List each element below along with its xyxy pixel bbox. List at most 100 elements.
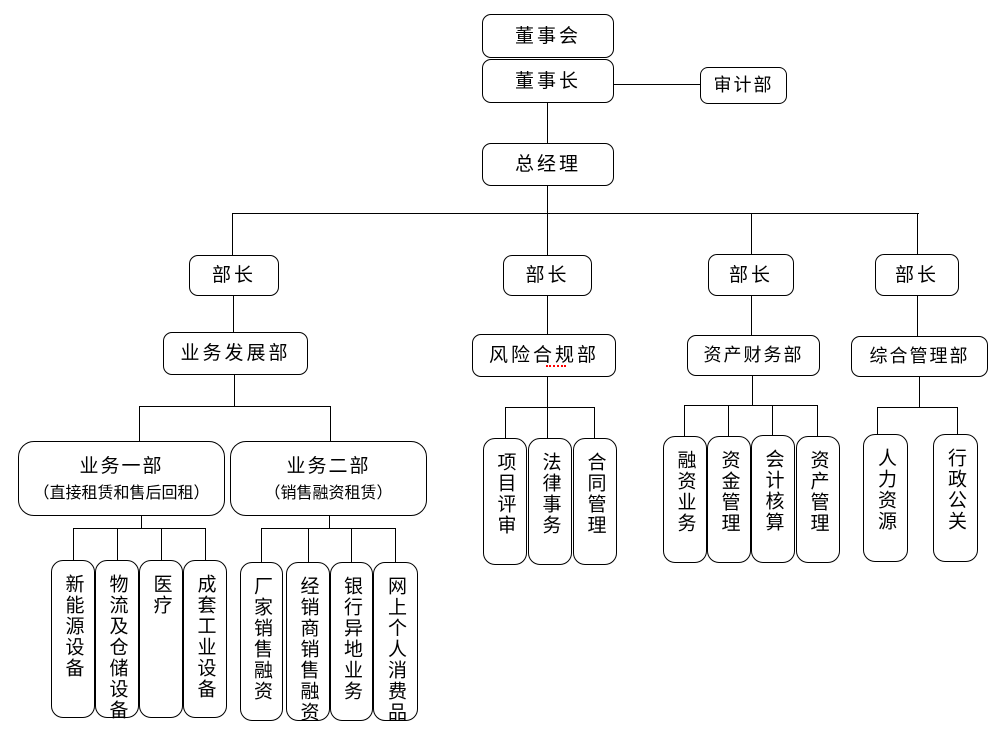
connector-drop-biz1-leaf3 — [161, 528, 163, 561]
connector-drop-risk-leaf3 — [594, 407, 596, 439]
connector-asset-stem — [752, 376, 754, 406]
leaf-label: 合同管理 — [584, 452, 607, 536]
leaf-label: 行政公关 — [945, 448, 967, 532]
leaf-label: 网上个人消费品 — [385, 576, 407, 723]
connector-drop-admin-leaf2 — [957, 407, 959, 435]
node-business-div-2-subtitle: （销售融资租赁） — [264, 483, 393, 503]
node-audit-label: 审计部 — [713, 74, 774, 96]
connector-admin-stem — [919, 377, 921, 408]
leaf-legal-affairs: 法律事务 — [528, 438, 572, 565]
node-minister-1-label: 部长 — [211, 264, 256, 287]
leaf-industrial-equipment-sets: 成套工业设备 — [183, 560, 227, 718]
node-risk-compliance-label: 风险合规部 — [488, 344, 599, 367]
leaf-logistics-warehouse-equipment: 物流及仓储设备 — [95, 560, 139, 721]
connector-drop-admin-leaf1 — [877, 407, 879, 435]
connector-minister1-dept — [233, 296, 235, 333]
connector-drop-asset-leaf1 — [684, 405, 686, 437]
connector-minister3-dept — [751, 296, 753, 336]
node-minister-3-label: 部长 — [728, 263, 773, 286]
leaf-project-review: 项目评审 — [483, 438, 527, 565]
node-minister-2-label: 部长 — [525, 264, 570, 287]
leaf-label: 法律事务 — [539, 452, 562, 536]
leaf-label: 银行异地业务 — [341, 576, 363, 702]
node-board-label: 董事会 — [514, 24, 581, 47]
connector-asset-horizontal — [684, 405, 818, 407]
connector-drop-biz1-leaf4 — [205, 528, 207, 561]
connector-chairman-audit — [614, 84, 700, 86]
leaf-label: 新能源设备 — [62, 574, 85, 679]
leaf-label: 资产管理 — [807, 450, 830, 534]
connector-drop-biz1 — [139, 406, 141, 442]
leaf-label: 资金管理 — [718, 450, 741, 534]
connector-drop-biz2 — [330, 406, 332, 442]
leaf-contract-management: 合同管理 — [573, 438, 617, 565]
node-risk-compliance: 风险合规部 — [472, 334, 616, 377]
leaf-label: 人力资源 — [875, 448, 897, 532]
leaf-label: 融资业务 — [674, 450, 697, 534]
connector-drop-asset-leaf3 — [772, 405, 774, 436]
node-general-manager: 总经理 — [482, 143, 614, 186]
node-minister-4-label: 部长 — [894, 263, 939, 286]
node-general-admin: 综合管理部 — [851, 336, 988, 377]
connector-drop-minister3 — [751, 213, 753, 255]
leaf-admin-public-relations: 行政公关 — [933, 434, 978, 562]
connector-minister4-dept — [917, 296, 919, 337]
connector-admin-horizontal — [877, 407, 958, 409]
node-general-admin-label: 综合管理部 — [869, 345, 970, 367]
connector-drop-biz2-leaf1 — [261, 528, 263, 563]
leaf-medical: 医疗 — [139, 560, 183, 718]
leaf-dealer-sales-financing: 经销商销售融资 — [286, 562, 330, 723]
node-minister-3: 部长 — [708, 254, 794, 296]
leaf-label: 医疗 — [150, 574, 173, 616]
node-minister-1: 部长 — [189, 255, 279, 296]
node-business-dev: 业务发展部 — [163, 332, 308, 375]
spellcheck-underline — [546, 365, 566, 367]
connector-minister2-dept — [547, 296, 549, 335]
connector-biz2-stem — [329, 515, 331, 529]
leaf-label: 厂家销售融资 — [251, 576, 273, 702]
connector-drop-biz1-leaf2 — [117, 528, 119, 561]
node-business-div-2: 业务二部 （销售融资租赁） — [230, 441, 427, 516]
leaf-label: 成套工业设备 — [194, 574, 217, 700]
leaf-accounting: 会计核算 — [751, 435, 795, 563]
leaf-funds-management: 资金管理 — [707, 436, 751, 563]
connector-risk-horizontal — [505, 407, 595, 409]
node-business-div-1: 业务一部 （直接租赁和售后回租） — [18, 441, 225, 516]
connector-biz2-leaf-horizontal — [261, 528, 396, 530]
connector-biz1-stem — [141, 515, 143, 529]
node-business-div-1-title: 业务一部 — [79, 454, 164, 477]
connector-drop-biz2-leaf2 — [308, 528, 310, 563]
leaf-label: 经销商销售融资 — [297, 576, 320, 723]
leaf-label: 物流及仓储设备 — [106, 574, 129, 721]
node-asset-finance: 资产财务部 — [687, 335, 820, 376]
node-minister-2: 部长 — [503, 255, 592, 296]
node-asset-finance-label: 资产财务部 — [703, 344, 804, 366]
connector-drop-minister1 — [232, 213, 234, 256]
connector-drop-biz2-leaf4 — [395, 528, 397, 563]
node-board: 董事会 — [482, 14, 614, 58]
connector-drop-risk-leaf1 — [505, 407, 507, 439]
connector-drop-asset-leaf2 — [728, 405, 730, 437]
leaf-label: 会计核算 — [762, 449, 785, 533]
connector-bizdev-stem — [234, 375, 236, 407]
leaf-financing-business: 融资业务 — [663, 436, 707, 563]
connector-chairman-gm — [547, 102, 549, 144]
leaf-asset-management: 资产管理 — [796, 436, 840, 563]
connector-drop-biz1-leaf1 — [73, 528, 75, 561]
node-business-div-2-title: 业务二部 — [286, 454, 371, 477]
connector-biz-horizontal — [139, 406, 331, 408]
node-business-dev-label: 业务发展部 — [180, 342, 291, 365]
node-audit: 审计部 — [700, 67, 787, 104]
leaf-manufacturer-sales-financing: 厂家销售融资 — [240, 562, 283, 721]
leaf-online-personal-consumer-goods: 网上个人消费品 — [373, 562, 418, 723]
connector-drop-minister4 — [917, 213, 919, 255]
leaf-bank-remote-business: 银行异地业务 — [330, 562, 373, 721]
leaf-label: 项目评审 — [494, 452, 517, 536]
leaf-new-energy-equipment: 新能源设备 — [51, 560, 95, 718]
connector-drop-biz2-leaf3 — [351, 528, 353, 563]
connector-drop-asset-leaf4 — [817, 405, 819, 437]
node-business-div-1-subtitle: （直接租赁和售后回租） — [33, 483, 210, 503]
connector-main-horizontal — [232, 213, 919, 215]
connector-gm-trunk — [547, 185, 549, 256]
